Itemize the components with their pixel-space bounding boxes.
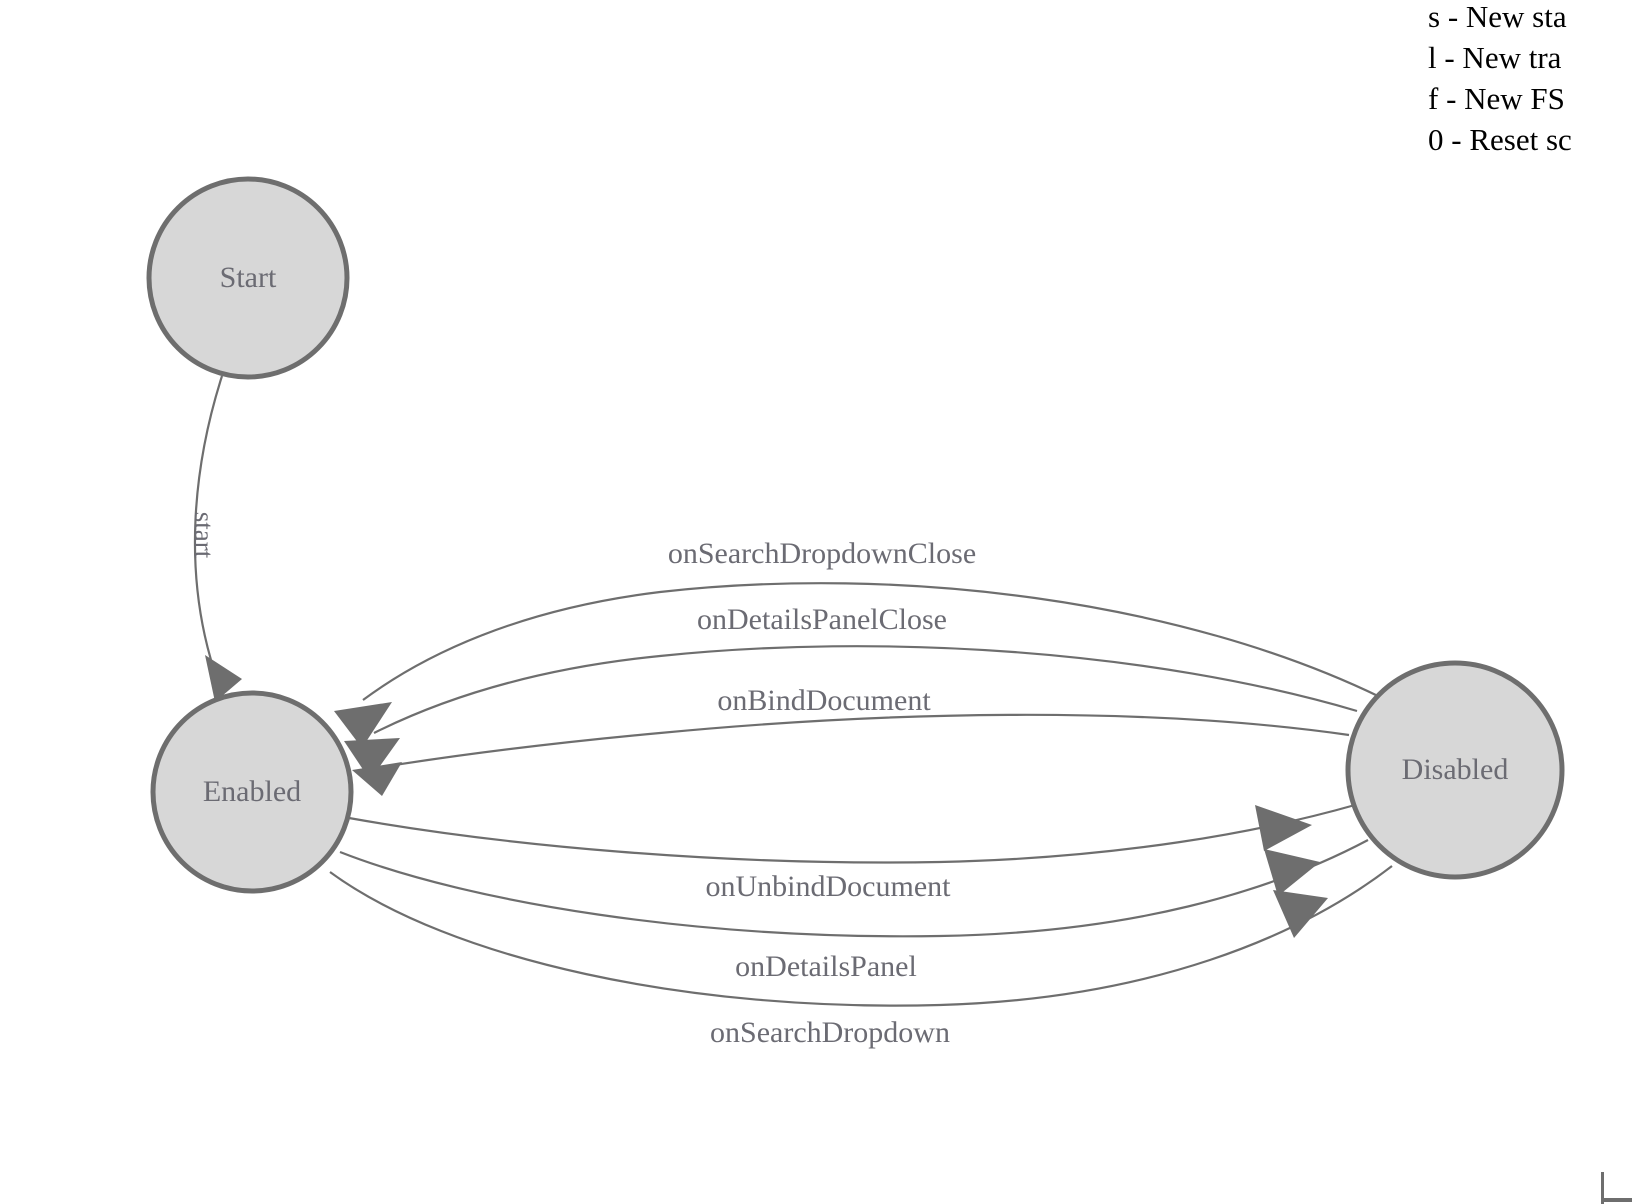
arrowhead-start-to-enabled — [205, 655, 242, 702]
transition-label-onsearchdropdown: onSearchDropdown — [710, 1016, 950, 1049]
state-circle-enabled — [150, 690, 354, 894]
legend-panel: s - New sta l - New tra f - New FS 0 - R… — [1428, 0, 1632, 160]
transition-start-to-enabled[interactable] — [193, 375, 242, 702]
arrowhead-onbinddocument — [352, 762, 402, 796]
arrowhead-onsearchdropdown — [1273, 890, 1328, 938]
state-node-enabled[interactable]: Enabled — [150, 690, 354, 894]
transition-onsearchdropdownclose[interactable] — [334, 582, 1381, 748]
frame-corner-horizontal — [1601, 1198, 1632, 1202]
legend-item-new-transition: l - New tra — [1428, 40, 1562, 75]
transition-path-start — [193, 375, 224, 661]
transition-label-onbinddocument: onBindDocument — [717, 684, 931, 717]
transition-path-onunbinddocument — [348, 803, 1356, 864]
transition-path-onbinddocument — [381, 713, 1350, 769]
transition-ondetailspanel[interactable] — [339, 839, 1369, 938]
arrowhead-ondetailspanelclose — [344, 738, 400, 780]
state-node-disabled[interactable]: Disabled — [1345, 660, 1565, 880]
frame-corner-vertical — [1601, 1172, 1604, 1204]
legend-item-reset: 0 - Reset sc — [1428, 122, 1572, 157]
transition-label-onunbinddocument: onUnbindDocument — [706, 870, 952, 903]
state-circle-disabled — [1345, 660, 1565, 880]
transition-onbinddocument[interactable] — [352, 713, 1350, 796]
state-label-disabled: Disabled — [1402, 753, 1509, 786]
state-node-start[interactable]: Start — [146, 176, 350, 380]
state-label-enabled: Enabled — [203, 775, 301, 808]
transition-path-ondetailspanel — [339, 839, 1369, 938]
transition-ondetailspanelclose[interactable] — [344, 645, 1358, 780]
legend-item-new-state: s - New sta — [1428, 0, 1567, 34]
transition-label-ondetailspanel: onDetailsPanel — [735, 950, 917, 983]
legend-item-new-fsm: f - New FS — [1428, 81, 1565, 116]
transition-label-start: start — [189, 512, 219, 559]
state-circle-start — [146, 176, 350, 380]
transition-path-onsearchdropdown — [329, 865, 1393, 1007]
state-label-start: Start — [220, 261, 277, 294]
arrowhead-onunbinddocument — [1255, 805, 1312, 851]
transition-label-ondetailspanelclose: onDetailsPanelClose — [697, 603, 947, 636]
transition-path-ondetailspanelclose — [373, 645, 1358, 734]
transition-label-onsearchdropdownclose: onSearchDropdownClose — [668, 537, 976, 570]
transition-path-onsearchdropdownclose — [362, 582, 1381, 701]
arrowhead-ondetailspanel — [1264, 849, 1320, 896]
transition-onsearchdropdown[interactable] — [329, 865, 1393, 1007]
transition-onunbinddocument[interactable] — [348, 803, 1356, 864]
arrowhead-onsearchdropdownclose — [334, 702, 392, 748]
